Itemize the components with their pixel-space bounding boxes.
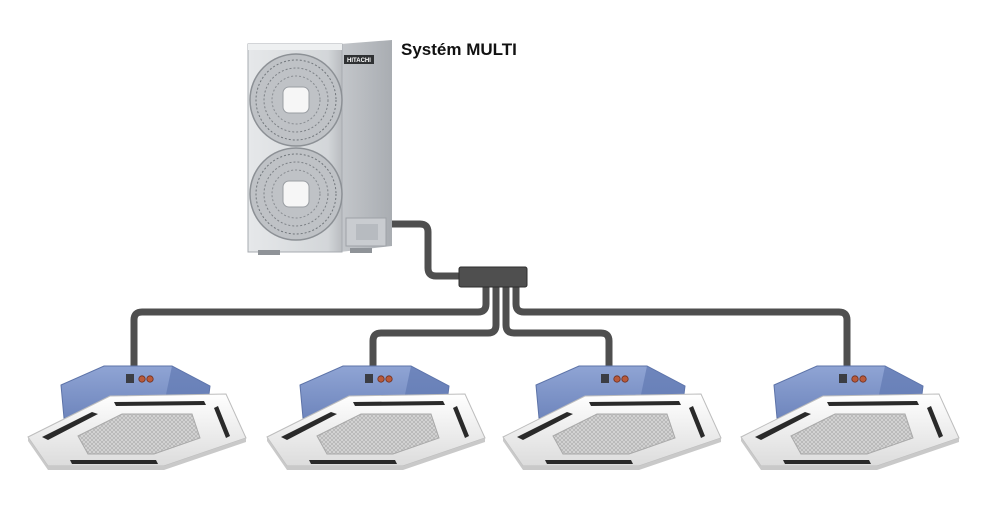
air-outlet-slots — [281, 401, 469, 464]
diagram-title: Systém MULTI — [401, 40, 517, 59]
indoor-unit-grille — [790, 413, 914, 455]
indoor-unit-grille — [552, 413, 676, 455]
pipe-connector-icon — [839, 374, 867, 383]
pipe-to-indoor-unit-1 — [130, 282, 490, 372]
indoor-cassette-unit-2 — [266, 365, 486, 470]
pipe-connector-icon — [365, 374, 393, 383]
pipe-to-indoor-unit-3 — [502, 282, 613, 372]
pipe-to-indoor-unit-4 — [512, 282, 851, 372]
branch-header-box — [458, 266, 528, 288]
indoor-cassette-unit-4 — [740, 365, 960, 470]
refrigerant-pipes — [130, 220, 851, 372]
air-outlet-slots — [42, 401, 230, 464]
outdoor-fan-upper — [249, 53, 343, 147]
outdoor-unit-brand-label: HITACHI — [347, 58, 371, 64]
outdoor-fan-lower — [249, 147, 343, 241]
indoor-cassette-unit-3 — [502, 365, 722, 470]
pipe-outdoor-to-header — [388, 220, 466, 280]
indoor-unit-grille — [316, 413, 440, 455]
indoor-cassette-unit-1 — [27, 365, 247, 470]
indoor-units — [27, 365, 960, 470]
air-outlet-slots — [517, 401, 705, 464]
air-outlet-slots — [755, 401, 943, 464]
pipe-connector-icon — [601, 374, 629, 383]
outdoor-unit: HITACHI — [247, 40, 392, 255]
pipe-to-indoor-unit-2 — [369, 282, 500, 372]
indoor-unit-grille — [77, 413, 201, 455]
pipe-connector-icon — [126, 374, 154, 383]
